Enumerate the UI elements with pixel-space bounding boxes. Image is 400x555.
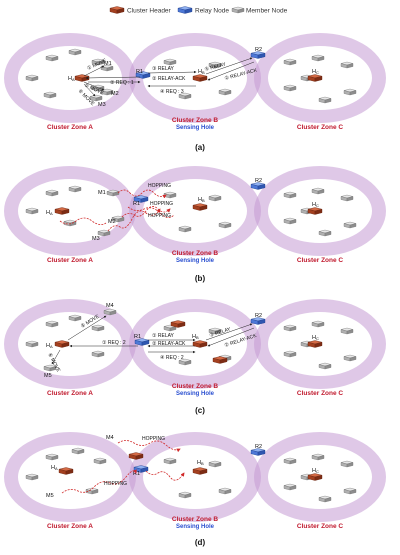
node-r2: R2 [255,444,262,450]
node-r2: R2 [255,313,262,319]
member-m1 [106,189,120,197]
hop-label-1: HOPPING [142,436,165,442]
msg-relay-ack-2: ② RELAY-ACK [152,341,186,347]
panel-d: HA HB HC R1 R2 M4 M5 HOPPING HOPPING Clu… [4,432,386,547]
zone-c-label: Cluster Zone C [297,390,344,397]
node-r2: R2 [255,47,262,53]
node-m2: M2 [108,219,116,225]
msg-req-2: ① REQ : 2 [102,340,126,346]
node-r1: R1 [136,69,143,75]
node-ha: HA [68,76,75,82]
legend: Cluster Header Relay Node Member Node [109,6,288,15]
zone-a-label: Cluster Zone A [47,390,93,397]
panel-a-label: (a) [195,143,205,152]
sensing-hole-label: Sensing Hole [176,391,215,397]
msg-relay-5: ⑤ RELAY [204,61,227,73]
panel-b-label: (b) [195,274,206,283]
sensing-hole-label: Sensing Hole [176,125,215,131]
node-m3: M3 [92,236,100,242]
zone-a-label: Cluster Zone A [47,523,93,530]
node-ha: HA [46,210,53,216]
msg-relay-1: ① RELAY [152,333,175,339]
node-m1: M1 [98,190,106,196]
msg-req-3: ④ REQ : 3 [160,89,184,95]
hopping-paths-b [59,189,175,232]
legend-cluster-header: Cluster Header [127,8,172,15]
legend-member-node: Member Node [246,8,288,15]
zone-b-label: Cluster Zone B [172,383,219,390]
panel-d-label: (d) [195,538,206,547]
hop-label-2: HOPPING [104,481,127,487]
node-r2: R2 [255,178,262,184]
panel-a: HA HB HC R1 R2 M1 M2 M3 ① MOVE ⑤ MOVE ⑥ … [4,33,386,152]
msg-relay-ack-2: ② RELAY-ACK [152,76,186,82]
node-hc: HC [312,335,319,341]
node-r1: R1 [133,201,140,207]
node-hc: HC [312,69,319,75]
message-arrows-c [51,315,255,365]
node-ha: HA [51,465,58,471]
node-m5: M5 [44,373,52,379]
node-hb: HB [192,334,199,340]
hopping-paths-d [61,440,185,494]
panel-b: HA HB HC R1 R2 M1 M2 M3 HOPPING HOPPING … [4,166,386,283]
sensing-hole-label: Sensing Hole [176,258,215,264]
node-m4: M4 [106,435,114,441]
zone-c-label: Cluster Zone C [297,124,344,131]
message-arrows-a [83,57,255,97]
zone-c-label: Cluster Zone C [297,257,344,264]
hop-label-1: HOPPING [148,183,171,189]
msg-req-1: ② REQ : 1 [110,80,134,86]
msg-req-2b: ④ REQ : 2 [160,355,184,361]
legend-relay-node: Relay Node [195,8,229,15]
hop-label-3: HOPPING [148,213,171,219]
zone-b-label: Cluster Zone B [172,516,219,523]
node-ha: HA [46,343,53,349]
member-node-legend-icon [231,6,245,14]
relay-node-legend-icon [177,6,193,14]
node-m3: M3 [98,102,106,108]
sensing-hole-label: Sensing Hole [176,524,215,530]
node-r1: R1 [133,471,140,477]
node-hc: HC [312,468,319,474]
panel-c-label: (c) [195,406,205,415]
cluster-header-legend-icon [109,6,125,14]
member-m4 [103,308,117,316]
node-hb: HB [197,460,204,466]
node-m5: M5 [46,493,54,499]
hop-label-2: HOPPING [150,201,173,207]
node-m4: M4 [106,303,114,309]
node-m2: M2 [111,91,119,97]
node-r1: R1 [134,334,141,340]
panel-c: HA HB HC R1 R2 M4 M5 ⑤ MOVE ⑥ MOVE ① REL… [4,299,386,415]
zone-c-label: Cluster Zone C [297,523,344,530]
node-hb: HB [198,69,205,75]
zone-a-label: Cluster Zone A [47,257,93,264]
node-m1: M1 [104,61,112,67]
zone-b-label: Cluster Zone B [172,250,219,257]
node-hc: HC [312,202,319,208]
zone-a-label: Cluster Zone A [47,124,93,131]
node-hb: HB [198,197,205,203]
msg-relay-3: ③ RELAY [152,66,175,72]
zone-b-label: Cluster Zone B [172,117,219,124]
